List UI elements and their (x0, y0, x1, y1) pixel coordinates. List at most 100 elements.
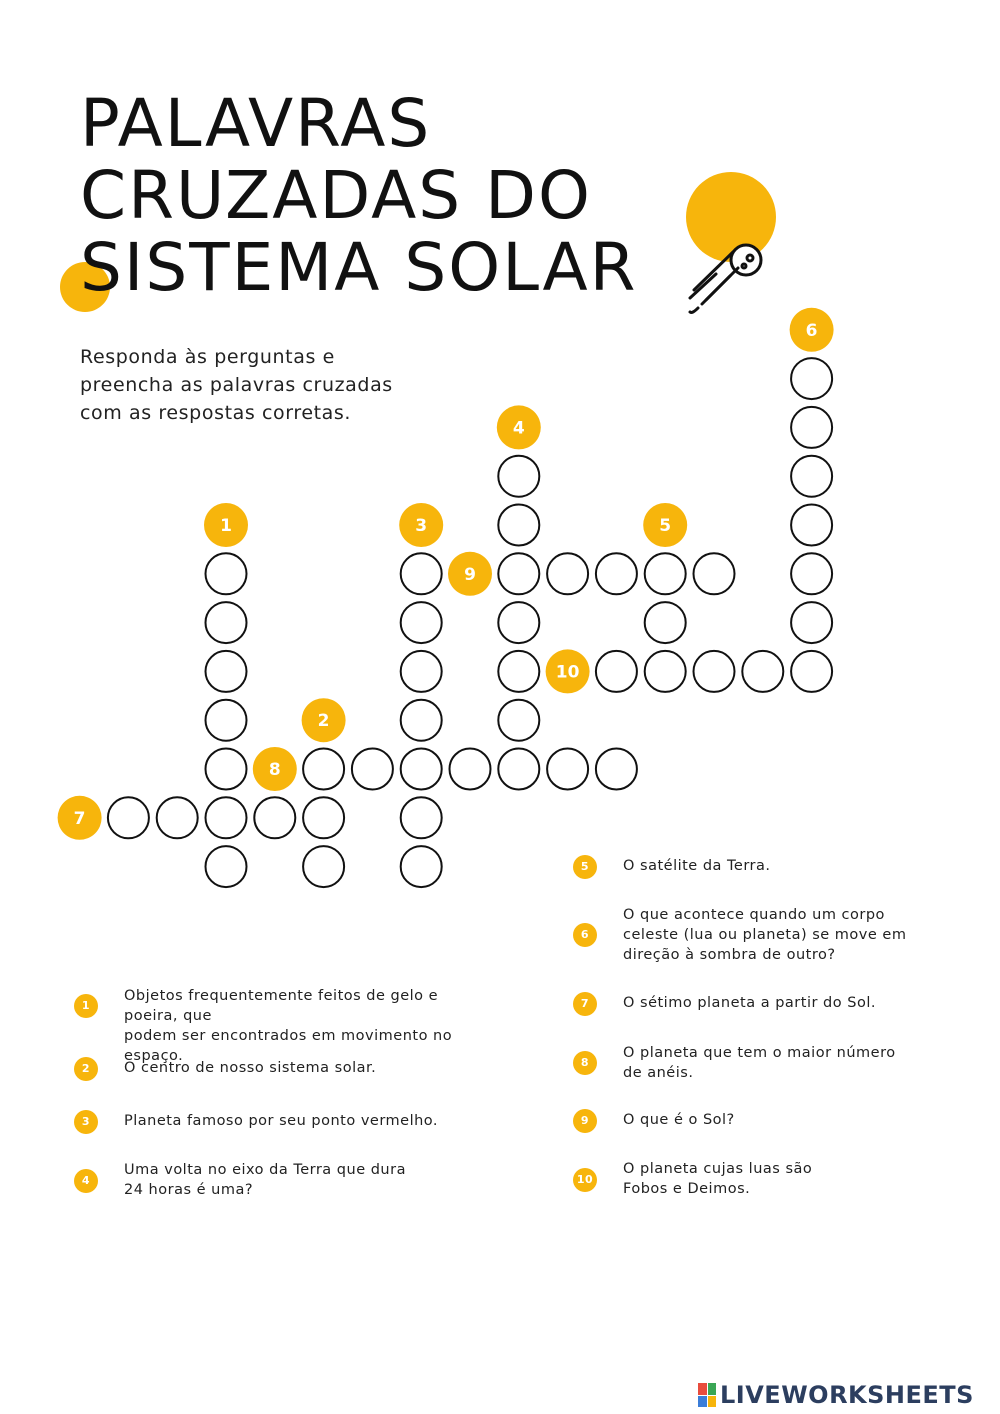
word-number-label: 6 (806, 321, 818, 341)
crossword-cell[interactable] (692, 552, 736, 596)
word-number-marker: 10 (545, 649, 590, 694)
crossword-cell[interactable] (399, 601, 443, 645)
title-line-3: SISTEMA SOLAR (80, 229, 638, 306)
word-number-marker: 5 (643, 503, 688, 547)
clue-3: 3 Planeta famoso por seu ponto vermelho. (74, 1110, 494, 1134)
word-number-label: 2 (318, 711, 330, 731)
crossword-cell[interactable] (594, 747, 638, 791)
clue-text: O que é o Sol? (623, 1112, 735, 1128)
title-line-2: CRUZADAS DO (80, 157, 592, 234)
clue-text: O satélite da Terra. (623, 858, 771, 874)
word-number-label: 5 (659, 516, 671, 536)
crossword-cell[interactable] (399, 845, 443, 889)
crossword-cell[interactable] (497, 698, 541, 742)
word-number-marker: 6 (789, 307, 834, 352)
clue-text: Uma volta no eixo da Terra que dura 24 h… (124, 1162, 406, 1198)
word-number-badge (448, 551, 492, 596)
clue-number-badge: 2 (74, 1057, 98, 1081)
word-number-badge (252, 747, 297, 791)
crossword-cell[interactable] (643, 649, 687, 693)
page-title: PALAVRAS CRUZADAS DO SISTEMA SOLAR (80, 88, 637, 304)
crossword-cell[interactable] (204, 649, 248, 693)
crossword-cell[interactable] (399, 698, 443, 742)
crossword-cell[interactable] (594, 649, 638, 693)
crossword-cell[interactable] (204, 796, 248, 840)
crossword-cell[interactable] (497, 601, 541, 645)
crossword-cell[interactable] (643, 601, 687, 645)
word-number-label: 1 (220, 516, 232, 536)
clue-8: 8 O planeta que tem o maior número de an… (573, 1043, 953, 1083)
crossword-cell[interactable] (253, 796, 297, 840)
crossword-cell[interactable] (741, 649, 785, 693)
word-number-label: 10 (556, 662, 580, 682)
crossword-cell[interactable] (790, 503, 834, 547)
word-number-label: 4 (513, 418, 525, 438)
word-number-marker: 2 (301, 698, 346, 743)
crossword-cell[interactable] (790, 357, 834, 401)
clue-4: 4 Uma volta no eixo da Terra que dura 24… (74, 1160, 494, 1200)
crossword-cell[interactable] (155, 796, 199, 840)
clue-number-badge: 10 (573, 1168, 597, 1192)
crossword-cell[interactable] (546, 747, 590, 791)
crossword-cell[interactable] (302, 796, 346, 840)
clue-number-badge: 8 (573, 1051, 597, 1075)
word-number-badge (545, 649, 590, 694)
crossword-cell[interactable] (399, 747, 443, 791)
crossword-cell[interactable] (204, 845, 248, 889)
crossword-cell[interactable] (790, 552, 834, 596)
crossword-cell[interactable] (350, 747, 394, 791)
crossword-cell[interactable] (643, 552, 687, 596)
crossword-cell[interactable] (106, 796, 150, 840)
crossword-cell[interactable] (399, 552, 443, 596)
instructions-text: Responda às perguntas e preencha as pala… (80, 346, 393, 424)
crossword-cell[interactable] (497, 552, 541, 596)
clue-text: O que acontece quando um corpo celeste (… (623, 907, 907, 963)
crossword-cell[interactable] (790, 454, 834, 498)
crossword-cell[interactable] (497, 747, 541, 791)
word-number-badge (57, 795, 102, 840)
crossword-cell[interactable] (790, 649, 834, 693)
clue-text: O planeta que tem o maior número de anéi… (623, 1045, 896, 1081)
clue-1: 1 Objetos frequentemente feitos de gelo … (74, 986, 494, 1066)
crossword-cell[interactable] (448, 747, 492, 791)
clue-text: O centro de nosso sistema solar. (124, 1060, 377, 1076)
crossword-cell[interactable] (790, 405, 834, 449)
crossword-cell[interactable] (204, 698, 248, 742)
crossword-cell[interactable] (692, 649, 736, 693)
word-number-badge (643, 503, 688, 547)
crossword-cell[interactable] (399, 796, 443, 840)
clue-10: 10 O planeta cujas luas são Fobos e Deim… (573, 1159, 953, 1199)
crossword-cell[interactable] (204, 747, 248, 791)
crossword-cell[interactable] (594, 552, 638, 596)
clue-text: O sétimo planeta a partir do Sol. (623, 995, 876, 1011)
crossword-cell[interactable] (302, 747, 346, 791)
crossword-cell[interactable] (399, 649, 443, 693)
clue-9: 9 O que é o Sol? (573, 1109, 953, 1133)
clue-number-badge: 1 (74, 994, 98, 1018)
title-line-1: PALAVRAS (80, 85, 432, 162)
clue-7: 7 O sétimo planeta a partir do Sol. (573, 992, 953, 1016)
word-number-marker: 3 (399, 503, 444, 547)
crossword-cell[interactable] (546, 552, 590, 596)
decorative-small-circle (60, 262, 110, 312)
liveworksheets-logo-icon (698, 1383, 716, 1407)
clue-text: O planeta cujas luas são Fobos e Deimos. (623, 1161, 813, 1197)
comet-icon (688, 243, 763, 314)
crossword-cell[interactable] (204, 601, 248, 645)
footer-brand: LIVEWORKSHEETS (698, 1381, 974, 1409)
decorative-sun-circle (686, 172, 776, 262)
word-number-label: 7 (74, 809, 86, 829)
crossword-cell[interactable] (497, 454, 541, 498)
clue-6: 6 O que acontece quando um corpo celeste… (573, 905, 953, 965)
crossword-cell[interactable] (302, 845, 346, 889)
word-number-marker: 4 (496, 405, 541, 450)
footer-brand-text: LIVEWORKSHEETS (720, 1381, 974, 1409)
clue-5: 5 O satélite da Terra. (573, 855, 953, 879)
word-number-marker: 1 (204, 503, 248, 547)
crossword-cell[interactable] (497, 503, 541, 547)
crossword-cell[interactable] (497, 649, 541, 693)
word-number-marker: 9 (448, 551, 492, 596)
crossword-cell[interactable] (790, 601, 834, 645)
word-number-badge (789, 307, 834, 352)
crossword-cell[interactable] (204, 552, 248, 596)
